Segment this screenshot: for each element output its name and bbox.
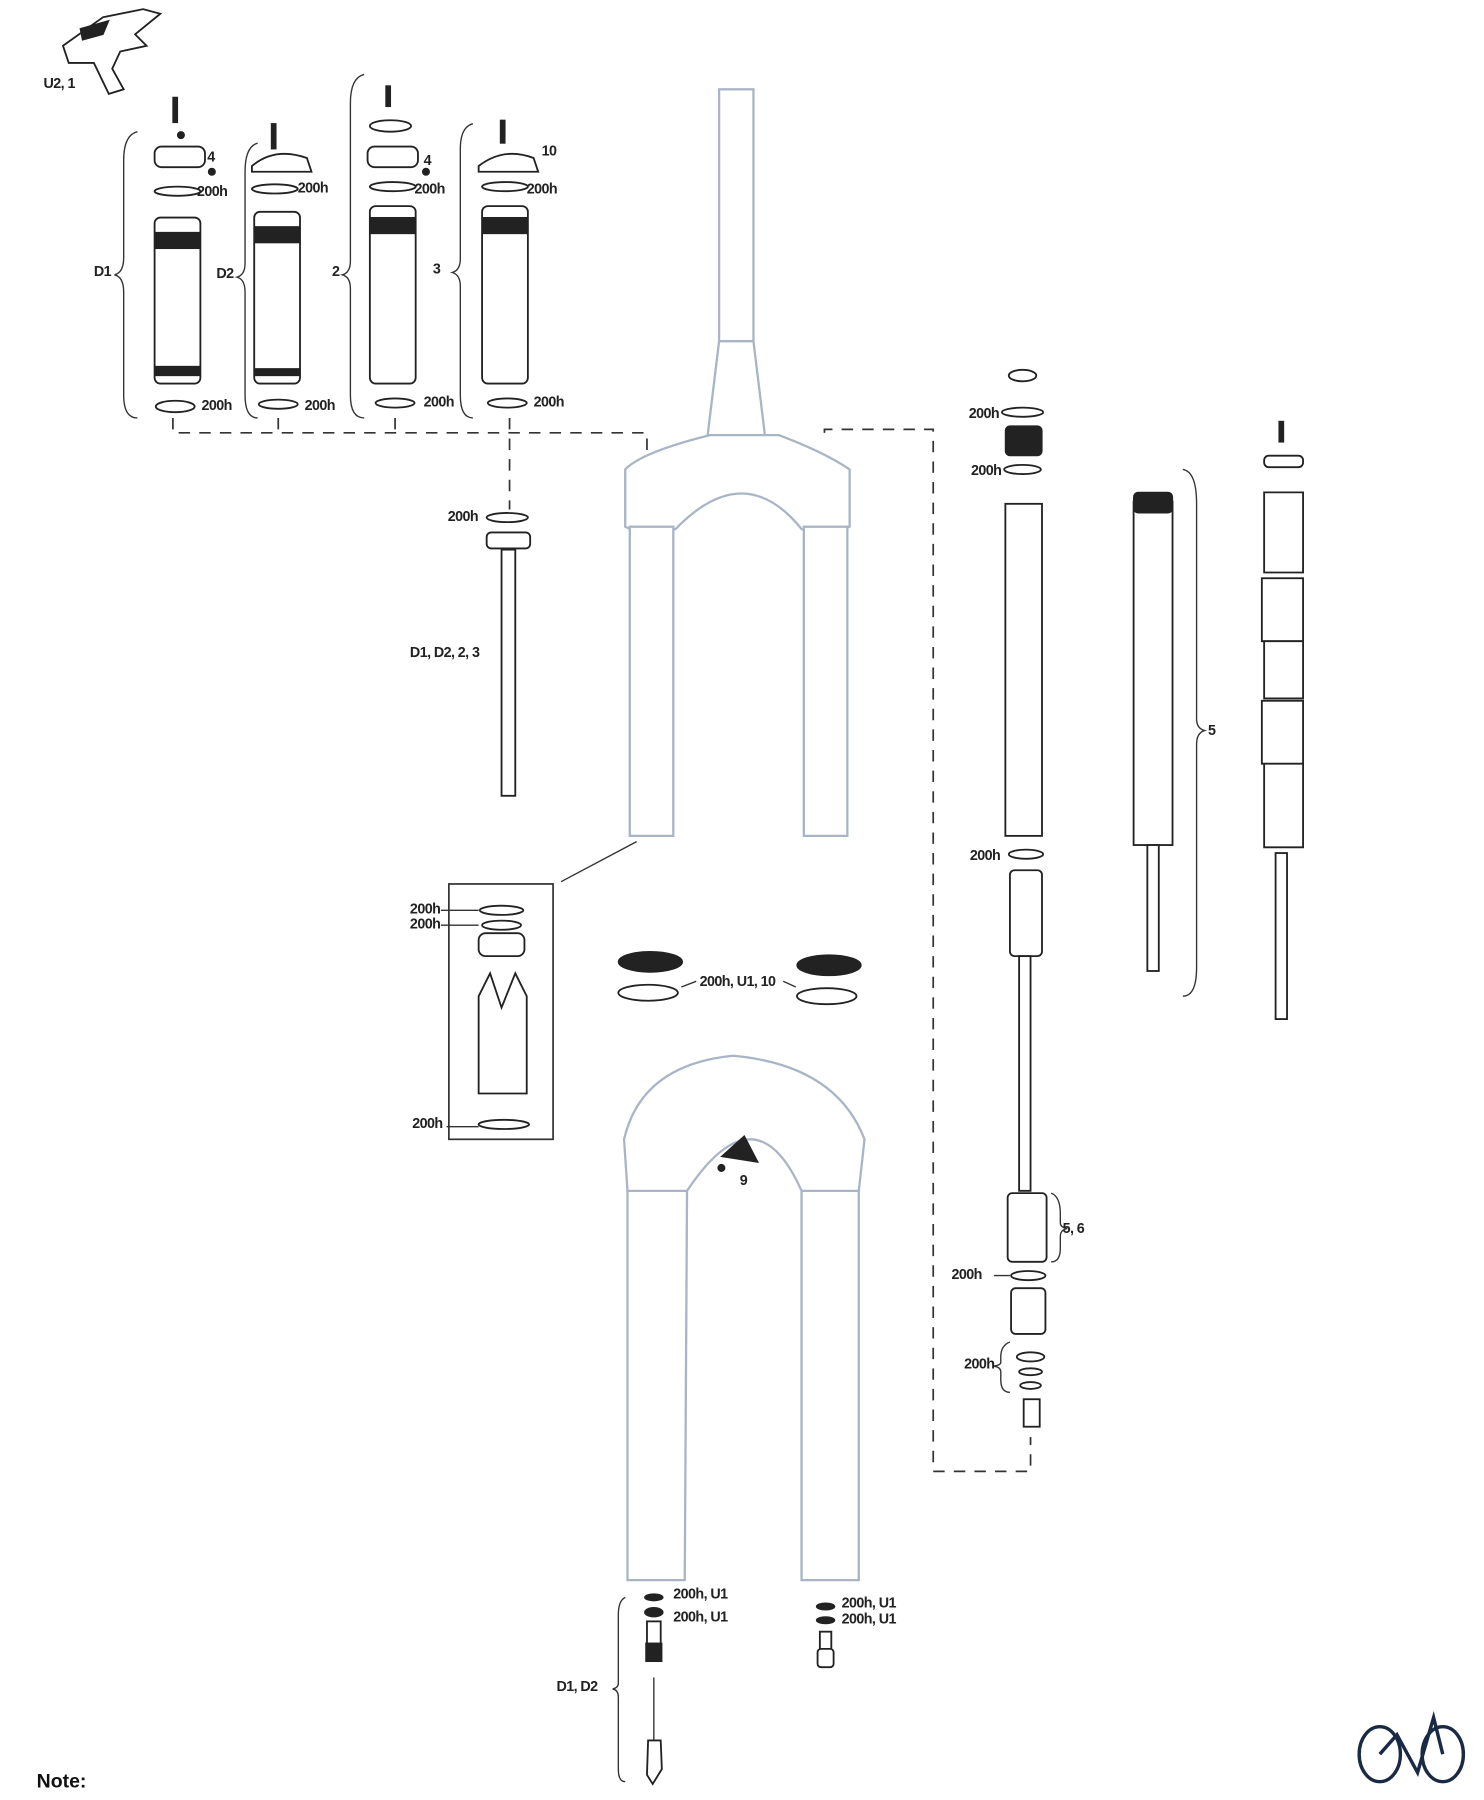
label-200h: 200h: [410, 902, 440, 918]
dust-seals-part: [617, 950, 862, 1006]
label-shaft: D1, D2, 2, 3: [410, 645, 480, 661]
damper-cartridges: [114, 73, 540, 419]
label-200h-u1: 200h, U1: [842, 1596, 897, 1612]
label-d1-d2: D1, D2: [557, 1679, 599, 1695]
label-200h-u1: 200h, U1: [673, 1586, 728, 1602]
label-200h: 200h: [415, 182, 445, 198]
fork-upper-crown-steerer: [624, 88, 851, 838]
bottom-hardware: [612, 1593, 836, 1786]
label-200h: 200h: [410, 917, 440, 933]
label-200h: 200h: [527, 182, 557, 198]
spring-cartridge-parts: [1132, 420, 1304, 1020]
label-2: 2: [332, 264, 340, 280]
label-200h-u1: 200h, U1: [673, 1609, 728, 1625]
label-9: 9: [740, 1173, 748, 1189]
label-5: 5: [1208, 723, 1216, 739]
label-d2: D2: [216, 266, 234, 282]
label-200h-u1: 200h, U1: [842, 1612, 897, 1628]
label-200h: 200h: [952, 1267, 982, 1283]
remote-lever-part: [61, 8, 163, 96]
label-4a: 4: [207, 149, 215, 165]
label-4b: 4: [424, 153, 432, 169]
label-3: 3: [433, 262, 441, 278]
label-200h: 200h: [971, 463, 1001, 479]
label-5-6: 5, 6: [1063, 1221, 1085, 1237]
label-200h: 200h: [534, 394, 564, 410]
shaft-assembly-part: [485, 512, 532, 797]
label-200h: 200h: [964, 1356, 994, 1372]
fork-lower-legs: [622, 1054, 866, 1582]
label-200h: 200h: [448, 509, 478, 525]
label-200h: 200h: [412, 1116, 442, 1132]
label-200h: 200h: [298, 180, 328, 196]
label-topcap-seals: 200h, U1, 10: [700, 974, 776, 990]
label-200h: 200h: [202, 398, 232, 414]
air-spring-assembly: [993, 368, 1068, 1428]
label-d1: D1: [94, 264, 112, 280]
label-200h: 200h: [969, 406, 999, 422]
label-200h: 200h: [424, 394, 454, 410]
bicycle-logo-icon: [1357, 1710, 1466, 1784]
leader-line: [560, 840, 637, 883]
seal-detail-box: [440, 883, 554, 1141]
label-200h: 200h: [305, 398, 335, 414]
label-10: 10: [542, 144, 557, 160]
label-200h: 200h: [970, 848, 1000, 864]
label-remote: U2, 1: [44, 76, 76, 92]
label-200h: 200h: [197, 184, 227, 200]
note-label: Note:: [37, 1770, 87, 1792]
